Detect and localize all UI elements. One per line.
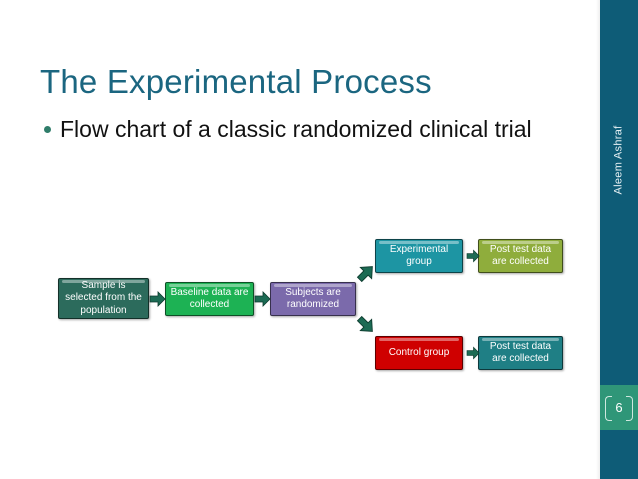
flow-node-posttest-experimental[interactable]: Post test data are collected — [478, 239, 563, 273]
flow-node-label: Subjects are randomized — [285, 286, 341, 311]
arrow-right-icon — [254, 291, 271, 307]
flow-chart: Sample is selected from the population B… — [58, 239, 563, 370]
flow-node-label: Post test data are collected — [489, 340, 552, 365]
arrow-down-right-icon — [356, 315, 373, 332]
page-title: The Experimental Process — [40, 63, 432, 101]
flow-node-experimental-group[interactable]: Experimental group — [375, 239, 463, 273]
flow-node-label: Sample is selected from the population — [65, 279, 142, 316]
flow-node-posttest-control[interactable]: Post test data are collected — [478, 336, 563, 370]
page-number-badge: 6 — [600, 385, 638, 430]
bracket-right-icon — [626, 396, 633, 421]
author-strip: Aleem Ashraf — [600, 0, 638, 320]
bullet-item: Flow chart of a classic randomized clini… — [44, 114, 584, 144]
slide-edge — [596, 0, 600, 479]
arrow-right-icon — [149, 291, 166, 307]
author-name: Aleem Ashraf — [613, 125, 625, 195]
flow-node-label: Experimental group — [389, 243, 449, 268]
flow-node-randomized[interactable]: Subjects are randomized — [270, 282, 356, 316]
flow-node-control-group[interactable]: Control group — [375, 336, 463, 370]
page-number: 6 — [615, 400, 623, 415]
sidebar: Aleem Ashraf 6 — [600, 0, 638, 479]
flow-node-label: Post test data are collected — [489, 243, 552, 268]
bullet-marker-icon — [44, 126, 51, 133]
flow-node-label: Baseline data are collected — [170, 286, 249, 311]
flow-node-baseline[interactable]: Baseline data are collected — [165, 282, 254, 316]
arrow-up-right-icon — [356, 266, 373, 283]
node-highlight — [379, 338, 459, 341]
bracket-left-icon — [605, 396, 612, 421]
bullet-text: Flow chart of a classic randomized clini… — [60, 116, 532, 142]
flow-node-sample[interactable]: Sample is selected from the population — [58, 278, 149, 319]
flow-node-label: Control group — [388, 346, 450, 358]
